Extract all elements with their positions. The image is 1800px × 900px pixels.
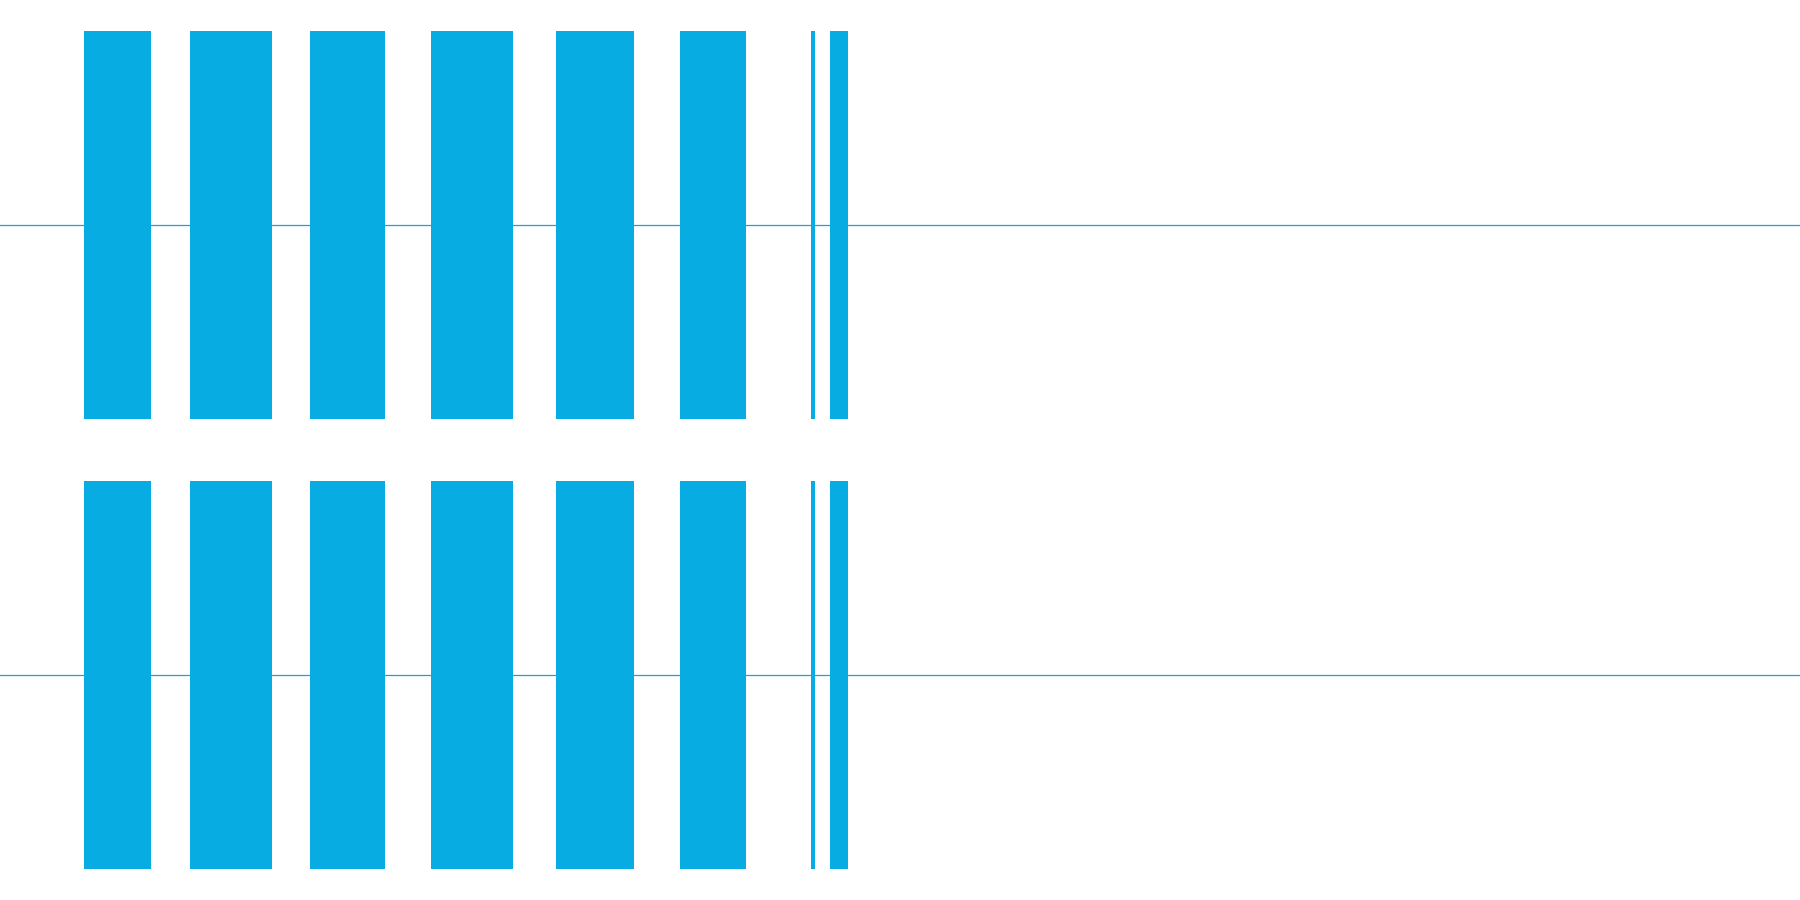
track-1-thin-line-7 [811, 31, 815, 419]
track-1-block-2 [190, 31, 272, 419]
track-2-block-4 [431, 481, 513, 869]
track-1 [0, 31, 1800, 419]
track-1-block-5 [556, 31, 634, 419]
track-2-block-5 [556, 481, 634, 869]
tracks-layer [0, 31, 1800, 869]
track-2-block-3 [310, 481, 385, 869]
track-1-block-4 [431, 31, 513, 419]
track-2-narrow-block-8 [830, 481, 848, 869]
track-2 [0, 481, 1800, 869]
track-2-block-1 [84, 481, 151, 869]
track-1-narrow-block-8 [830, 31, 848, 419]
track-2-thin-line-7 [811, 481, 815, 869]
track-2-block-2 [190, 481, 272, 869]
track-1-block-1 [84, 31, 151, 419]
track-2-block-6 [680, 481, 746, 869]
track-1-block-3 [310, 31, 385, 419]
track-1-block-6 [680, 31, 746, 419]
